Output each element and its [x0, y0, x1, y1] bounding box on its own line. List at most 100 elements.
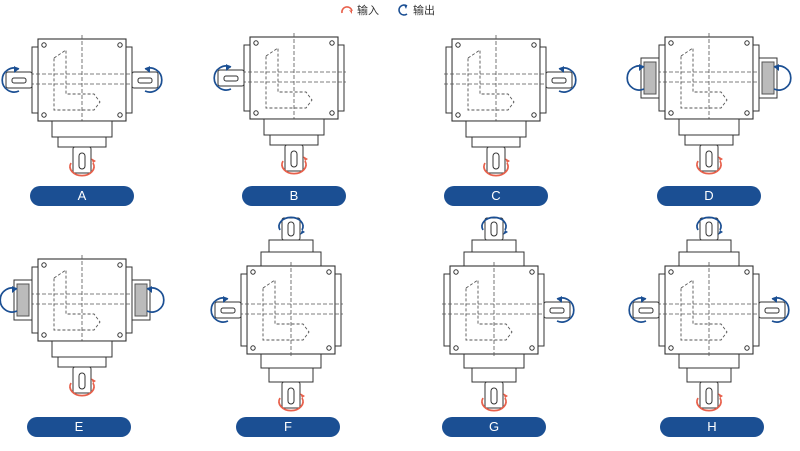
output-rotation-icon: [558, 67, 577, 93]
bolt: [531, 112, 537, 118]
hub-bore: [761, 61, 775, 95]
keyway: [705, 221, 713, 237]
left-flange: [31, 266, 39, 334]
keyway: [764, 307, 780, 314]
keyway: [137, 77, 153, 84]
bottom-collar: [684, 134, 734, 146]
hidden-gear-outline: [465, 279, 513, 341]
output-rotation-icon-head: [774, 64, 779, 71]
bolt: [117, 42, 123, 48]
output-rotation-icon-head: [639, 64, 644, 71]
bottom-collar: [471, 136, 521, 148]
keyway: [11, 77, 27, 84]
top-flange: [686, 239, 732, 253]
keyway: [287, 221, 295, 237]
right-flange: [337, 44, 345, 112]
bolt: [250, 345, 256, 351]
keyway: [551, 77, 567, 84]
bolt: [668, 345, 674, 351]
keyway: [705, 387, 713, 405]
output-rotation-icon-head: [226, 64, 231, 71]
bolt: [668, 40, 674, 46]
gearbox-c: [444, 35, 577, 177]
bolt: [329, 110, 335, 116]
left-flange: [658, 44, 666, 112]
bolt: [329, 40, 335, 46]
keyway: [705, 150, 713, 168]
configuration-label-g: G: [442, 417, 546, 437]
output-rotation-icon-head: [145, 66, 150, 73]
right-flange: [125, 46, 133, 114]
bolt: [744, 110, 750, 116]
hub-bore: [643, 61, 657, 95]
bolt: [41, 332, 47, 338]
output-rotation-icon: [626, 65, 645, 91]
input-rotation-icon-head: [718, 393, 723, 398]
bolt: [117, 332, 123, 338]
keyway: [638, 307, 654, 314]
keyway: [490, 387, 498, 405]
bolt: [529, 345, 535, 351]
input-rotation-icon-head: [718, 156, 723, 161]
output-rotation-icon: [0, 287, 18, 313]
bolt: [455, 112, 461, 118]
keyway: [490, 221, 498, 237]
output-rotation-icon: [278, 216, 304, 231]
keyway: [78, 152, 86, 170]
input-rotation-icon-head: [503, 393, 508, 398]
hub-bore: [16, 283, 30, 317]
input-rotation-icon: [696, 397, 722, 412]
right-flange: [125, 266, 133, 334]
right-flange: [537, 273, 545, 347]
output-rotation-icon: [771, 297, 790, 323]
output-rotation-icon-head: [772, 296, 777, 303]
input-rotation-icon-head: [91, 158, 96, 163]
right-flange: [752, 44, 760, 112]
bolt: [529, 269, 535, 275]
gearbox-g: [442, 216, 575, 412]
bottom-flange: [471, 367, 517, 383]
output-rotation-icon-head: [147, 286, 152, 293]
bottom-flange: [268, 367, 314, 383]
hidden-gear-outline: [680, 47, 728, 109]
bolt: [453, 269, 459, 275]
left-flange: [31, 46, 39, 114]
bolt: [250, 269, 256, 275]
gearbox-e: [0, 255, 165, 397]
bottom-neck: [465, 120, 527, 138]
legend-output-label: 输出: [413, 5, 435, 17]
gearbox-h: [628, 216, 790, 412]
keyway: [287, 387, 295, 405]
output-rotation-icon-head: [557, 296, 562, 303]
output-rotation-icon-head: [641, 296, 646, 303]
bottom-neck: [263, 118, 325, 136]
bolt: [41, 112, 47, 118]
input-rotation-icon: [69, 382, 95, 397]
hidden-gear-outline: [467, 49, 515, 111]
hidden-gear-outline: [53, 269, 101, 331]
output-rotation-icon-head: [12, 286, 17, 293]
output-rotation-icon-head: [503, 230, 508, 235]
output-rotation-icon: [696, 216, 722, 231]
keyway: [549, 307, 565, 314]
output-rotation-icon: [398, 4, 408, 16]
bottom-cap: [678, 353, 740, 369]
bolt: [668, 110, 674, 116]
hidden-gear-outline: [680, 279, 728, 341]
bolt: [41, 262, 47, 268]
right-flange: [539, 46, 547, 114]
output-rotation-icon-head: [14, 66, 19, 73]
input-rotation-icon: [281, 160, 307, 175]
bottom-cap: [260, 353, 322, 369]
keyway: [223, 75, 239, 82]
output-rotation-icon-head: [300, 230, 305, 235]
configuration-label-d: D: [657, 186, 761, 206]
input-rotation-icon-head: [505, 158, 510, 163]
top-flange: [471, 239, 517, 253]
configuration-label-f: F: [236, 417, 340, 437]
hidden-gear-outline: [265, 47, 313, 109]
output-rotation-icon: [144, 67, 163, 93]
legend-input-label: 输入: [357, 5, 379, 17]
legend-output: 输出: [398, 2, 435, 18]
